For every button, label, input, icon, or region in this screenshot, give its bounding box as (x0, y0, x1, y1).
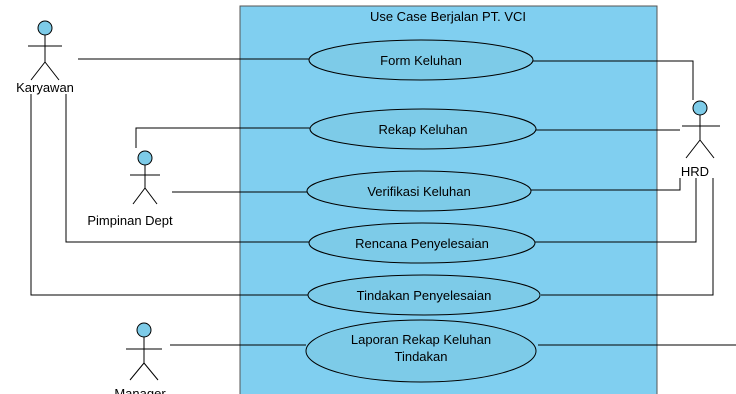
use-case-ellipse (306, 170, 532, 212)
use-case-label: Rencana Penyelesaian (355, 236, 489, 251)
use-case-label: Tindakan Penyelesaian (357, 288, 492, 303)
use-case-label: Laporan Rekap Keluhan Tindakan (350, 332, 492, 364)
actor-figure-icon (126, 322, 162, 381)
association-hrd-form-keluhan (530, 60, 694, 100)
use-case-rekap-keluhan[interactable]: Rekap Keluhan (309, 108, 537, 150)
associations (30, 58, 736, 346)
association-karyawan-rencana-penyelesaian (65, 94, 310, 243)
actor-label: Karyawan (16, 80, 74, 95)
association-hrd-rencana-penyelesaian (535, 178, 697, 243)
system-title: Use Case Berjalan PT. VCI (370, 9, 526, 24)
use-case-tindakan-penyelesaian[interactable]: Tindakan Penyelesaian (307, 274, 541, 316)
actor-hrd[interactable]: HRD (681, 100, 720, 179)
actor-label: Pimpinan Dept (87, 213, 173, 228)
use-case-ellipse (309, 108, 537, 150)
use-case-form-keluhan[interactable]: Form Keluhan (308, 39, 534, 81)
actor-karyawan[interactable]: Karyawan (16, 20, 74, 95)
use-case-label-wrap: Laporan Rekap Keluhan Tindakan (350, 332, 492, 364)
association-karyawan-tindakan-penyelesaian (30, 94, 308, 296)
association-hrd-verifikasi-keluhan (530, 178, 681, 191)
use-case-rencana-penyelesaian[interactable]: Rencana Penyelesaian (308, 222, 536, 264)
use-case-ellipse (308, 222, 536, 264)
actor-figure-icon (682, 100, 720, 159)
use-case-laporan-rekap-keluhan-tindakan[interactable]: Laporan Rekap Keluhan Tindakan (305, 319, 537, 383)
actor-label: Manager (114, 386, 166, 394)
use-case-ellipse (308, 39, 534, 81)
actor-manager[interactable]: Manager (114, 322, 166, 394)
use-case-verifikasi-keluhan[interactable]: Verifikasi Keluhan (306, 170, 532, 212)
use-case-label: Verifikasi Keluhan (367, 184, 470, 199)
actor-figure-icon (130, 150, 160, 205)
actor-figure-icon (28, 20, 62, 81)
use-case-ellipse (305, 319, 537, 383)
use-cases: Form Keluhan Rekap Keluhan Verifikasi Ke… (305, 39, 541, 383)
actors: Karyawan Pimpinan Dept HRD (16, 20, 720, 394)
use-case-label: Rekap Keluhan (379, 122, 468, 137)
actor-label: HRD (681, 164, 709, 179)
actor-pimpinan-dept[interactable]: Pimpinan Dept (87, 150, 173, 228)
use-case-label: Form Keluhan (380, 53, 462, 68)
association-pimpinan-rekap-keluhan (135, 127, 310, 148)
association-hrd-tindakan-penyelesaian (541, 178, 714, 296)
use-case-ellipse (307, 274, 541, 316)
